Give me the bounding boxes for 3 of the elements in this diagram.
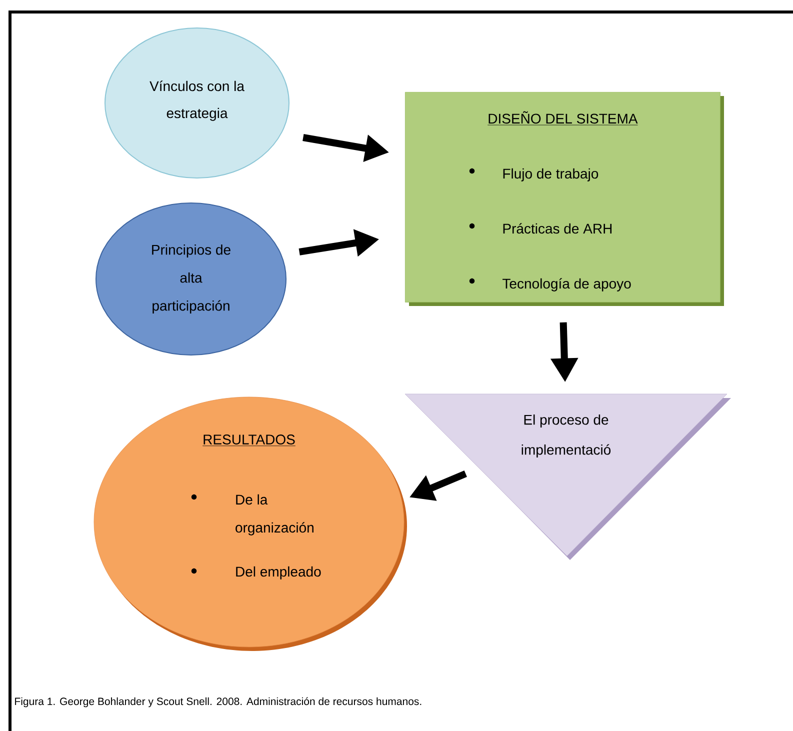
caption: Figura 1. George Bohlander y Scout Snell. 2008. Administración de recursos humanos. — [15, 697, 422, 708]
process-triangle: El proceso de implementació — [404, 394, 731, 560]
system-box: DISEÑO DEL SISTEMA Flujo de trabajo Prácticas de ARH Tecnología de apoyo — [405, 92, 724, 306]
